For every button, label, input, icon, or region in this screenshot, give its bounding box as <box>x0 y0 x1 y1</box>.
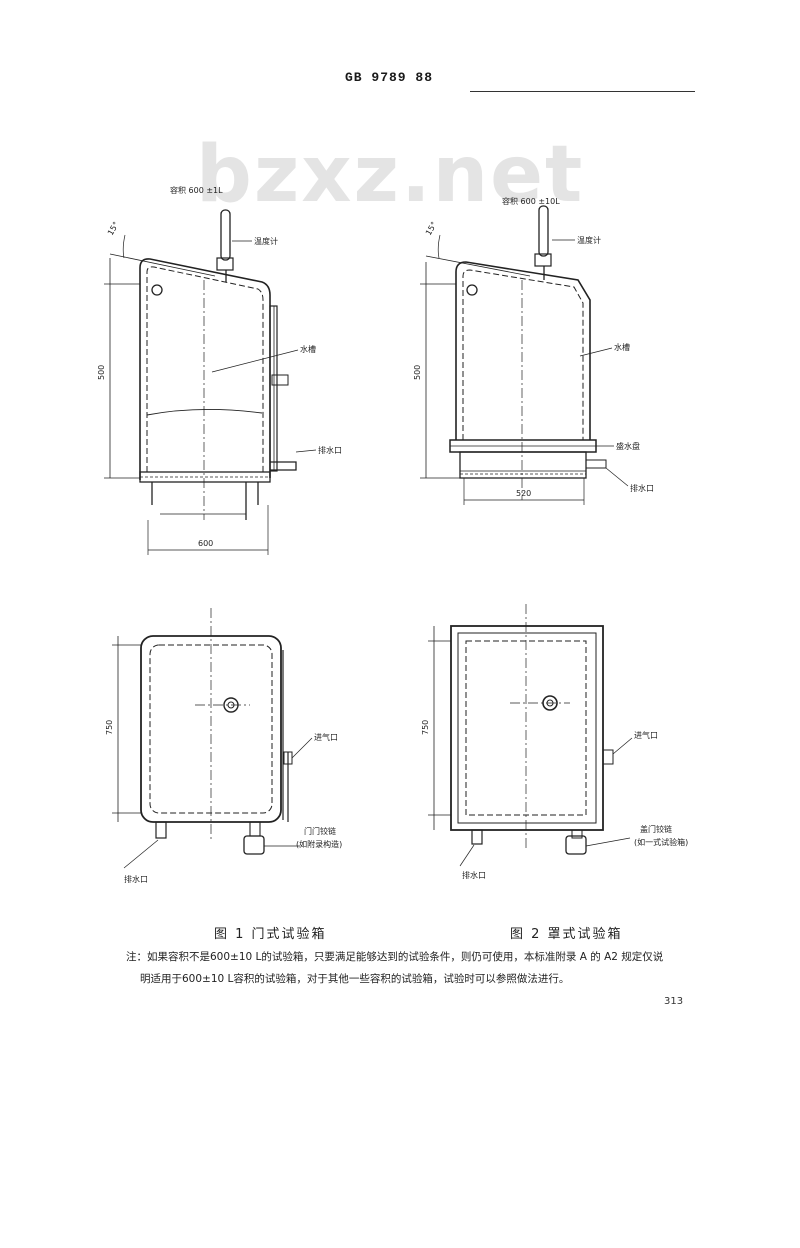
fig1-inlet-label: 进气口 <box>314 732 338 742</box>
fig1-front-height-label: 750 <box>105 720 114 735</box>
fig2-angle-label: 15° <box>424 220 439 237</box>
fig2-front-height-label: 750 <box>421 720 430 735</box>
fig1-capacity-label: 容积 600 ±1L <box>170 185 223 195</box>
figure-note: 注：如果容积不是600±10 L的试验箱，只要满足能够达到的试验条件，则仍可使用… <box>126 946 716 990</box>
fig1-angle-label: 15° <box>106 220 121 237</box>
fig1-front-drain-label: 排水口 <box>124 874 148 884</box>
fig1-hinge-label: 门门铰链 <box>304 826 336 836</box>
header-rule <box>470 91 695 92</box>
fig2-front-drain-label: 排水口 <box>462 870 486 880</box>
fig1-drain-label: 排水口 <box>318 445 342 455</box>
fig2-hinge-label: 盖门铰链 <box>640 824 672 834</box>
fig1-height-label: 500 <box>97 365 106 380</box>
note-line-1: 注：如果容积不是600±10 L的试验箱，只要满足能够达到的试验条件，则仍可使用… <box>126 951 664 963</box>
fig1-side-view <box>104 209 317 555</box>
fig1-width-label: 600 <box>198 539 213 548</box>
fig2-width-label: 520 <box>516 489 531 498</box>
fig2-thermometer-label: 温度计 <box>577 235 601 245</box>
figure1-caption: 图 1 门式试验箱 <box>214 926 327 942</box>
fig2-tray-label: 盛水盘 <box>616 441 640 451</box>
fig2-inlet-label: 进气口 <box>634 730 658 740</box>
fig2-hinge-note: (如一式试验箱) <box>634 837 688 847</box>
fig2-height-label: 500 <box>413 365 422 380</box>
fig2-drain-label: 排水口 <box>630 483 654 493</box>
fig1-hinge-note: (如附录构造) <box>296 839 342 849</box>
fig1-thermometer-label: 温度计 <box>254 236 278 246</box>
fig1-front-view <box>112 608 313 869</box>
fig2-front-view <box>428 604 633 867</box>
figure2-caption: 图 2 罩式试验箱 <box>510 926 623 942</box>
fig2-water-tank-label: 水槽 <box>614 342 630 352</box>
fig2-side-view <box>420 205 629 505</box>
page-number: 313 <box>664 996 684 1007</box>
standard-number: GB 9789 88 <box>345 70 434 85</box>
fig2-capacity-label: 容积 600 ±10L <box>502 196 560 206</box>
watermark: bzxz.net <box>196 130 585 220</box>
fig1-water-tank-label: 水槽 <box>300 344 316 354</box>
note-line-2: 明适用于600±10 L容积的试验箱，对于其他一些容积的试验箱，试验时可以参照做… <box>140 973 570 985</box>
